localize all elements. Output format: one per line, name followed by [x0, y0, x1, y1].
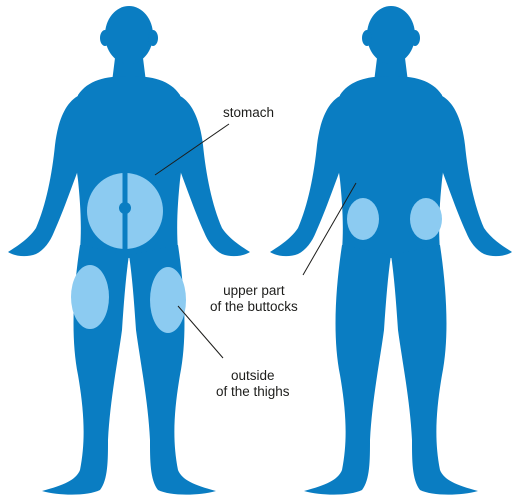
buttocks-label: upper part of the buttocks [210, 283, 298, 315]
buttocks-label-line1: upper part [210, 283, 298, 299]
stomach-label: stomach [223, 105, 274, 121]
front-body-figure [8, 6, 250, 495]
back-body-figure [270, 6, 512, 495]
buttocks-label-line2: of the buttocks [210, 299, 298, 315]
right-buttock-injection-area [410, 198, 442, 240]
thighs-label-line1: outside [216, 368, 290, 384]
left-buttock-injection-area [347, 198, 379, 240]
stomach-injection-area [87, 173, 163, 249]
stomach-label-text: stomach [223, 105, 274, 121]
right-thigh-injection-area [150, 267, 186, 333]
thighs-label-line2: of the thighs [216, 384, 290, 400]
thighs-label: outside of the thighs [216, 368, 290, 400]
left-thigh-injection-area [71, 265, 109, 329]
